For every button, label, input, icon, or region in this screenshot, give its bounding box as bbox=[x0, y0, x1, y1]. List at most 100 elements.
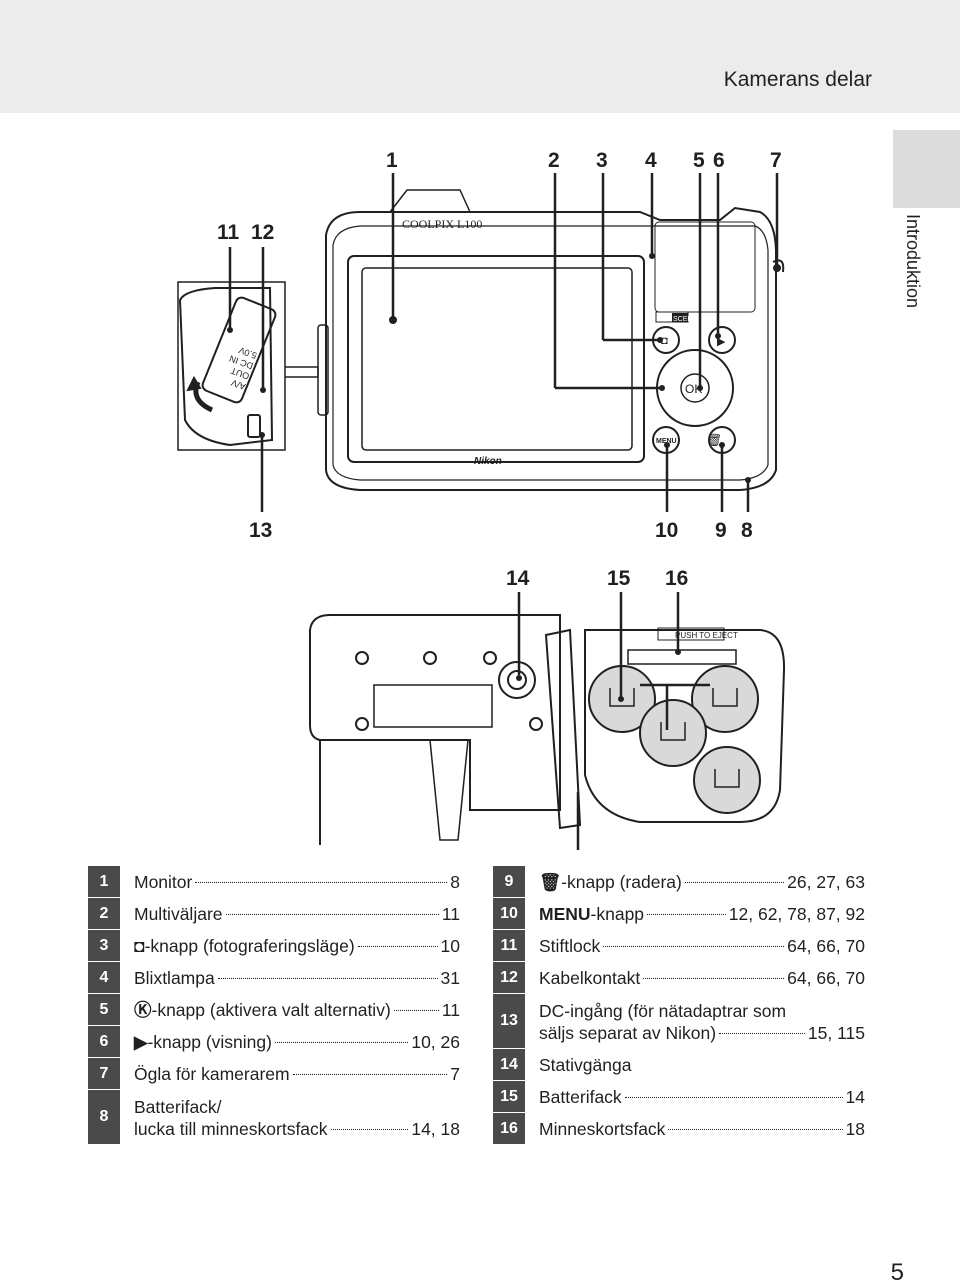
item-number: 15 bbox=[493, 1081, 525, 1113]
item-label: -knapp (radera) bbox=[561, 872, 682, 892]
item-page: 26, 27, 63 bbox=[787, 872, 865, 892]
item-page: 10 bbox=[440, 936, 460, 956]
list-item: 6 ▶-knapp (visning) 10, 26 bbox=[88, 1026, 460, 1058]
item-number: 13 bbox=[493, 994, 525, 1049]
item-number: 2 bbox=[88, 898, 120, 930]
scene-label: SCENE bbox=[673, 316, 697, 323]
callout-4: 4 bbox=[645, 149, 657, 172]
menu-button-label: MENU bbox=[656, 438, 677, 445]
callout-8: 8 bbox=[741, 519, 753, 542]
callout-7: 7 bbox=[770, 149, 782, 172]
list-item: 9 🗑-knapp (radera) 26, 27, 63 bbox=[493, 866, 865, 898]
callout-3: 3 bbox=[596, 149, 608, 172]
callout-1: 1 bbox=[386, 149, 398, 172]
camera-bottom-figure: PUSH TO EJECT 14 15 16 bbox=[309, 567, 786, 850]
item-number: 7 bbox=[88, 1058, 120, 1090]
header-band bbox=[0, 0, 960, 113]
item-label: Stiftlock bbox=[539, 936, 601, 956]
item-label: lucka till minneskortsfack bbox=[134, 1118, 328, 1139]
item-label: Minneskortsfack bbox=[539, 1119, 666, 1139]
callout-9: 9 bbox=[715, 519, 727, 542]
item-label: -knapp (aktivera valt alternativ) bbox=[151, 1000, 391, 1020]
list-item: 16 Minneskortsfack 18 bbox=[493, 1113, 865, 1145]
eject-label: PUSH TO EJECT bbox=[675, 631, 738, 640]
item-number: 1 bbox=[88, 866, 120, 898]
item-label: Ögla för kamerarem bbox=[134, 1064, 290, 1084]
item-label: Monitor bbox=[134, 872, 193, 892]
item-label: Kabelkontakt bbox=[539, 968, 641, 988]
callout-15: 15 bbox=[607, 567, 631, 590]
item-number: 11 bbox=[493, 930, 525, 962]
item-label: Stativgänga bbox=[539, 1055, 632, 1075]
play-icon: ▶ bbox=[134, 1032, 148, 1052]
item-page: 15, 115 bbox=[807, 1022, 865, 1043]
callout-12: 12 bbox=[251, 221, 274, 244]
item-page: 14 bbox=[845, 1087, 865, 1107]
parts-list-right: 9 🗑-knapp (radera) 26, 27, 63 10 MENU-knapp… bbox=[493, 866, 865, 1145]
callout-11: 11 bbox=[217, 221, 240, 244]
list-item: 3◘-knapp (fotograferingsläge)10 bbox=[88, 930, 460, 962]
item-page: 18 bbox=[845, 1119, 865, 1139]
item-number: 8 bbox=[88, 1090, 120, 1145]
model-name: COOLPIX L100 bbox=[402, 217, 482, 231]
list-item: 11 Stiftlock 64, 66, 70 bbox=[493, 930, 865, 962]
callout-14: 14 bbox=[506, 567, 530, 590]
item-label: -knapp bbox=[590, 904, 645, 924]
item-number: 16 bbox=[493, 1113, 525, 1145]
ok-icon: Ⓚ bbox=[134, 1000, 152, 1020]
callout-leaders bbox=[228, 173, 779, 512]
trash-icon: 🗑 bbox=[539, 872, 562, 892]
page-title: Kamerans delar bbox=[723, 68, 872, 91]
list-item: 1 Monitor 8 bbox=[88, 866, 460, 898]
list-item: 5 Ⓚ-knapp (aktivera valt alternativ) 11 bbox=[88, 994, 460, 1026]
play-icon: ▶ bbox=[717, 336, 726, 348]
item-page: 10, 26 bbox=[411, 1032, 460, 1052]
item-number: 6 bbox=[88, 1026, 120, 1058]
list-item: 15 Batterifack 14 bbox=[493, 1081, 865, 1113]
list-item: 7 Ögla för kamerarem 7 bbox=[88, 1058, 460, 1090]
item-label: -knapp (visning) bbox=[147, 1032, 272, 1052]
menu-icon: MENU bbox=[539, 904, 591, 924]
trash-icon: 🗑 bbox=[707, 433, 722, 447]
item-label: säljs separat av Nikon) bbox=[539, 1022, 717, 1043]
list-item: 8 Batterifack/lucka till minneskortsfack 1… bbox=[88, 1090, 460, 1145]
item-page: 11 bbox=[441, 1000, 460, 1020]
callout-2: 2 bbox=[548, 149, 560, 172]
callout-16: 16 bbox=[665, 567, 688, 590]
page-number: 5 bbox=[890, 1259, 904, 1286]
item-number: 3 bbox=[88, 930, 120, 962]
item-label: Batterifack bbox=[539, 1087, 622, 1107]
list-item: 14 Stativgänga bbox=[493, 1049, 865, 1081]
ok-button-label: OK bbox=[685, 382, 702, 396]
section-tab bbox=[893, 130, 960, 208]
item-number: 10 bbox=[493, 898, 525, 930]
item-page: 14, 18 bbox=[411, 1118, 460, 1139]
item-number: 5 bbox=[88, 994, 120, 1026]
brand-logo: Nikon bbox=[474, 456, 502, 467]
list-item: 10 MENU-knapp 12, 62, 78, 87, 92 bbox=[493, 898, 865, 930]
callout-10: 10 bbox=[655, 519, 678, 542]
camera-icon: ◘ bbox=[134, 936, 145, 956]
section-tab-label: Introduktion bbox=[903, 214, 923, 309]
item-page: 64, 66, 70 bbox=[787, 936, 865, 956]
item-number: 9 bbox=[493, 866, 525, 898]
item-number: 14 bbox=[493, 1049, 525, 1081]
callout-5: 5 bbox=[693, 149, 705, 172]
item-label-line1: DC-ingång (för nätadaptrar som bbox=[539, 1000, 787, 1021]
camera-icon: ◘ bbox=[661, 335, 668, 347]
callout-6: 6 bbox=[713, 149, 725, 172]
callout-13: 13 bbox=[249, 519, 272, 542]
item-page: 31 bbox=[440, 968, 460, 988]
item-page: 8 bbox=[450, 872, 460, 892]
item-page: 7 bbox=[450, 1064, 460, 1084]
item-page: 64, 66, 70 bbox=[787, 968, 865, 988]
item-page: 11 bbox=[441, 904, 460, 924]
item-number: 4 bbox=[88, 962, 120, 994]
item-page: 12, 62, 78, 87, 92 bbox=[728, 904, 865, 924]
item-label-line1: Batterifack/ bbox=[134, 1096, 222, 1117]
